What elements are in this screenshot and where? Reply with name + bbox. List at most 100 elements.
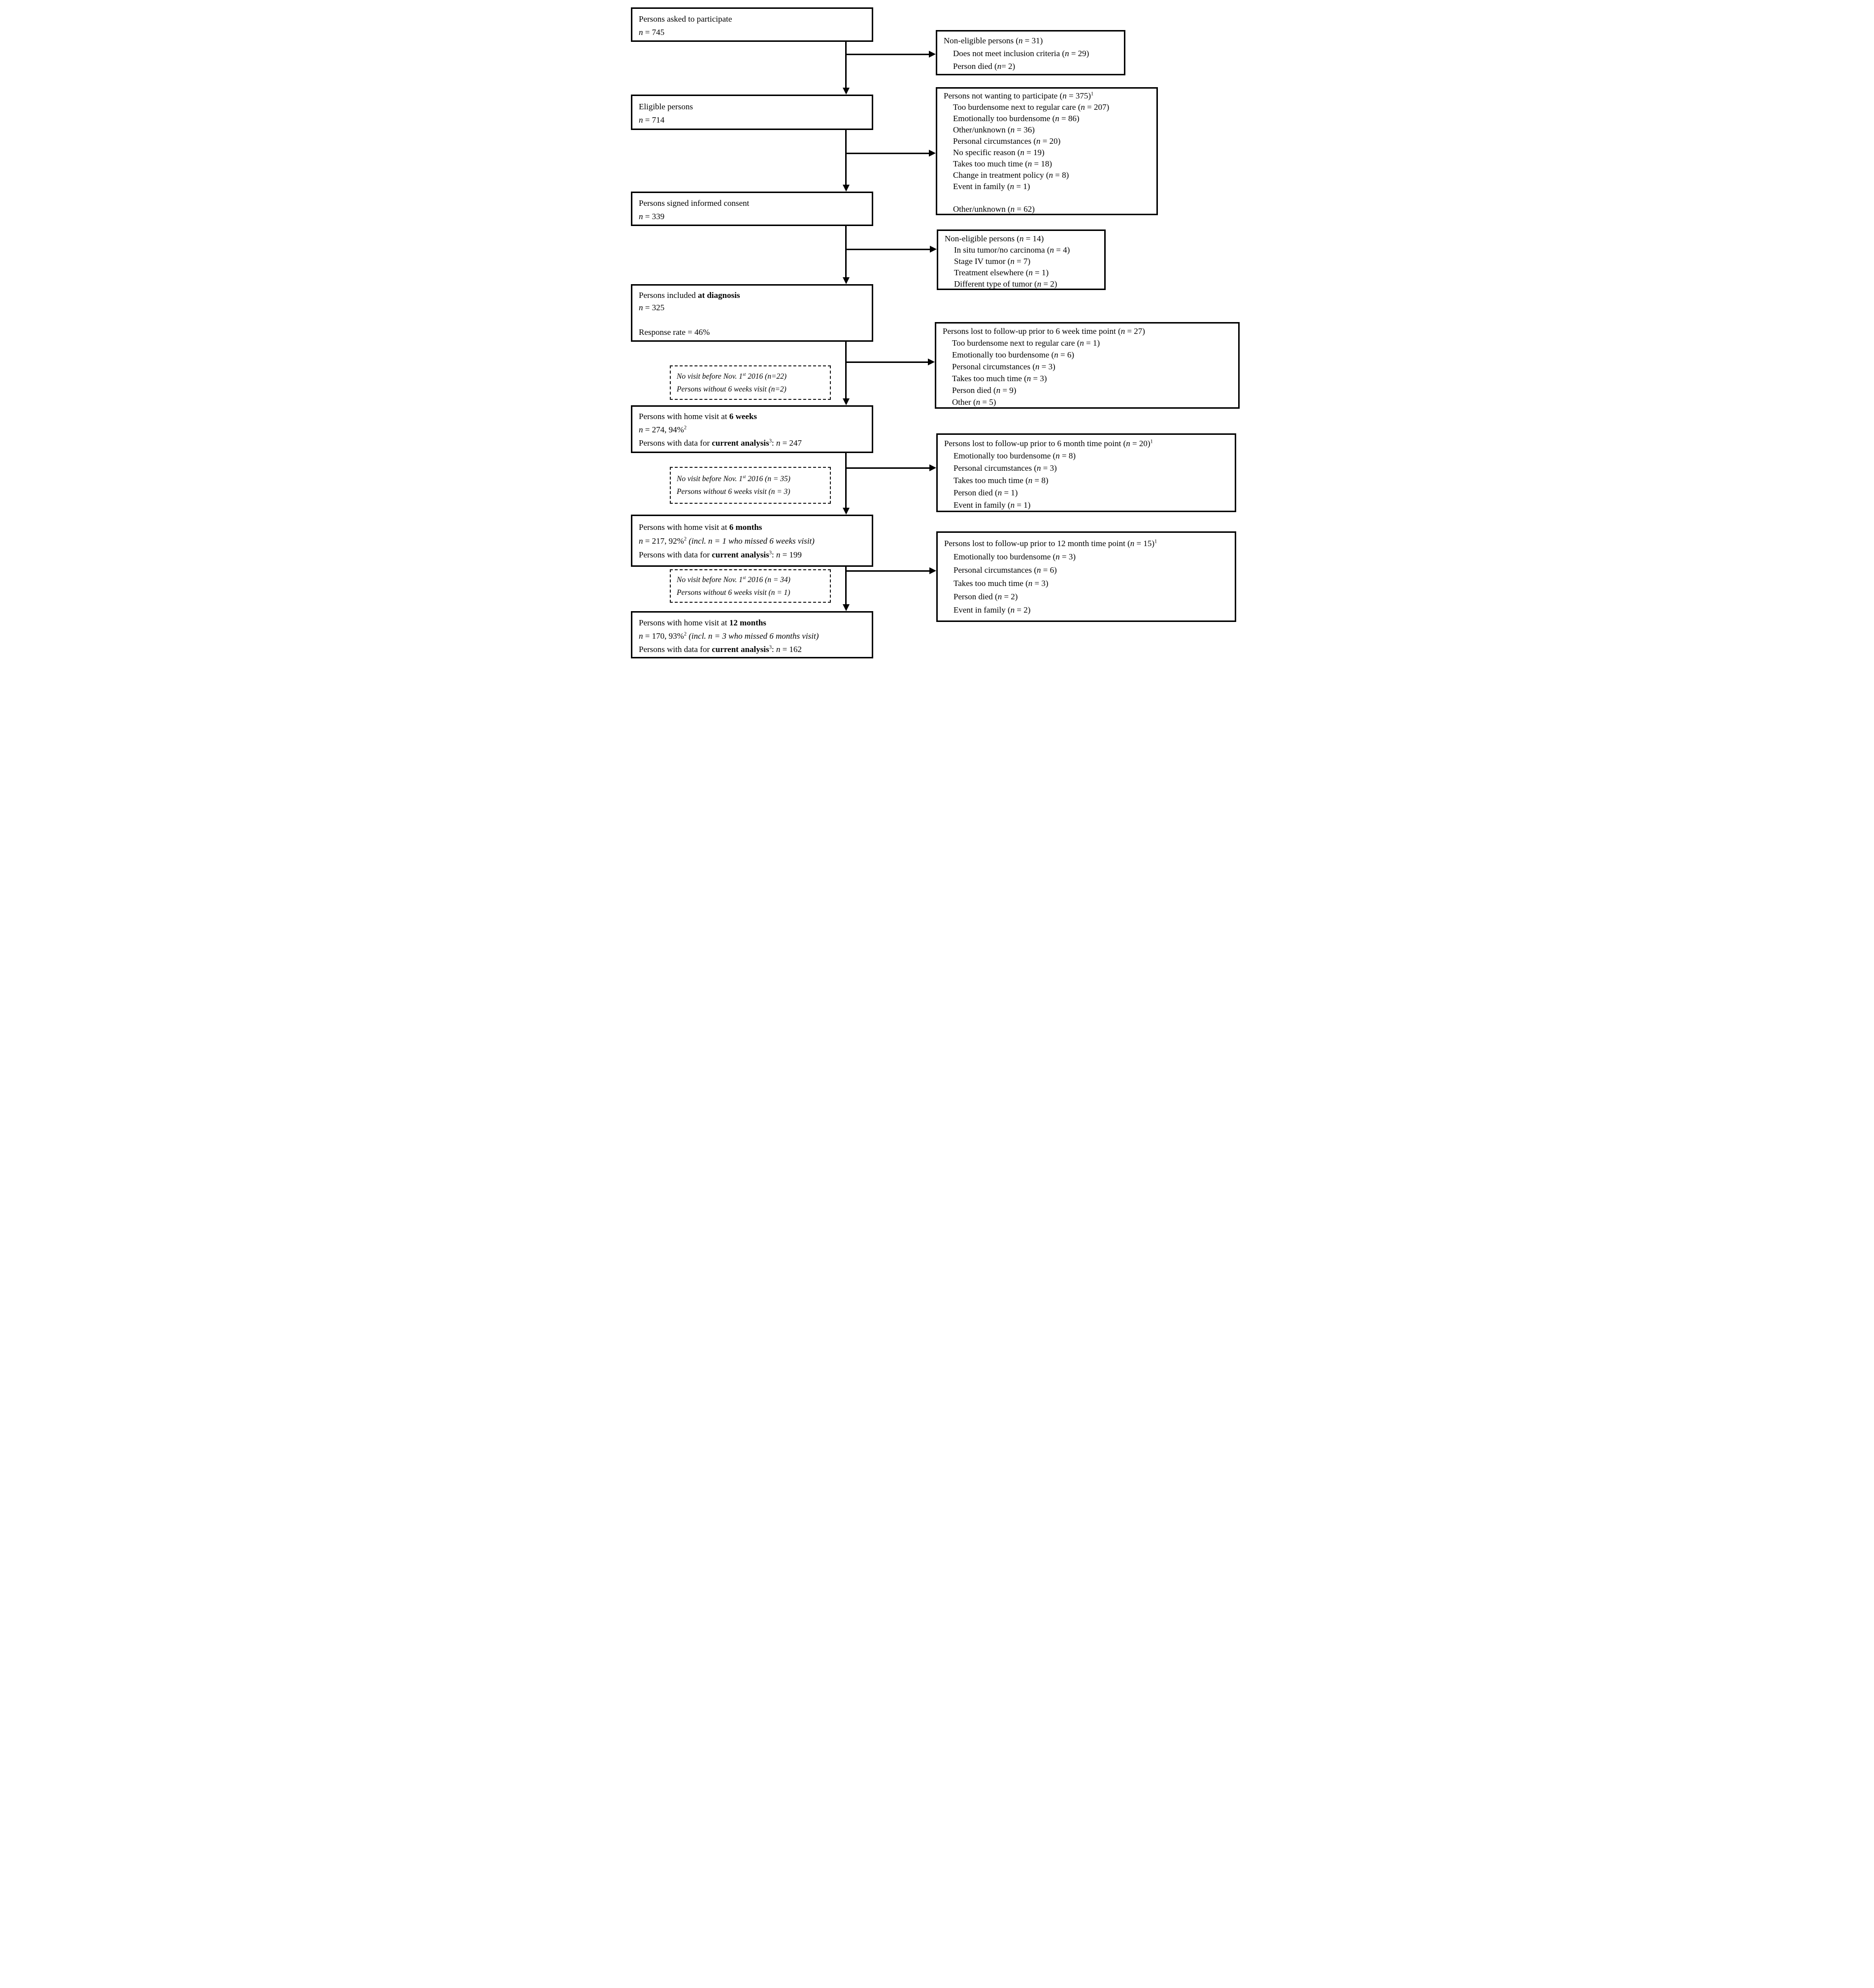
box-text-line: Treatment elsewhere (n = 1) [954, 268, 1049, 277]
arrowhead-into-non-eligible-n31 [929, 51, 936, 58]
box-text-line: Emotionally too burdensome (n = 86) [953, 114, 1080, 123]
branch-to-lost-12-month [847, 570, 930, 572]
box-text-line: Person died (n = 9) [952, 386, 1017, 395]
box-text-line: Emotionally too burdensome (n = 6) [952, 350, 1075, 359]
box-text-line: Eligible persons [639, 102, 693, 111]
box-text-line [944, 192, 1150, 203]
box-text-line: Person died (n = 2) [953, 592, 1018, 601]
arrowhead-into-non-eligible-n14 [930, 246, 937, 253]
branch-to-not-wanting [847, 153, 929, 154]
arrowhead-into-6-months [843, 508, 850, 515]
box-text-line: Emotionally too burdensome (n = 8) [953, 451, 1076, 460]
box-text-line: Persons without 6 weeks visit (n = 3) [677, 488, 790, 496]
arrowhead-into-eligible [843, 88, 850, 95]
connector-diagnosis-to-6-weeks [845, 342, 847, 398]
box-non-eligible-n31: Non-eligible persons (n = 31) Does not me… [936, 30, 1125, 75]
box-text-line: Personal circumstances (n = 3) [953, 463, 1057, 473]
note-no-visit-before-6-months: No visit before Nov. 1st 2016 (n = 35)Pe… [670, 467, 831, 504]
box-text-line: n = 274, 94%2 [639, 425, 687, 434]
box-lost-before-6-week-point: Persons lost to follow-up prior to 6 wee… [935, 322, 1240, 409]
arrowhead-into-not-wanting [929, 150, 936, 157]
box-text-line: Takes too much time (n = 3) [952, 374, 1047, 383]
box-text-line: Non-eligible persons (n = 31) [944, 36, 1043, 45]
note-no-visit-before-12-months: No visit before Nov. 1st 2016 (n = 34) Pe… [670, 569, 831, 603]
box-text-line: Persons with home visit at 6 weeks [639, 412, 757, 421]
box-lost-before-6-month-point: Persons lost to follow-up prior to 6 mon… [936, 433, 1236, 512]
box-text-line: Takes too much time (n = 8) [953, 476, 1049, 485]
box-text-line [639, 314, 865, 326]
box-text-line: Emotionally too burdensome (n = 3) [953, 552, 1076, 561]
box-persons-asked-to-participate: Persons asked to participate n = 745 [631, 7, 873, 42]
box-text-line: Takes too much time (n = 3) [953, 579, 1049, 588]
connector-eligible-to-consent [845, 130, 847, 185]
box-text-line: Stage IV tumor (n = 7) [954, 257, 1031, 266]
box-text-line: Persons included at diagnosis [639, 291, 740, 300]
box-text-line: Too burdensome next to regular care (n =… [953, 102, 1110, 112]
box-text-line: Event in family (n = 1) [953, 182, 1030, 191]
box-text-line: Persons not wanting to participate (n = … [944, 91, 1094, 100]
box-text-line: Person died (n= 2) [953, 62, 1016, 71]
box-text-line: Event in family (n = 2) [953, 605, 1031, 615]
branch-to-lost-6-week [847, 361, 928, 363]
box-text-line: Different type of tumor (n = 2) [954, 279, 1057, 289]
box-home-visit-6-weeks: Persons with home visit at 6 weeks n = 27… [631, 405, 873, 453]
box-text-line: Persons without 6 weeks visit (n = 1) [677, 588, 790, 597]
arrowhead-into-diagnosis [843, 277, 850, 284]
connector-consent-to-diagnosis [845, 226, 847, 277]
box-text-line: No visit before Nov. 1st 2016 (n = 34) [677, 575, 790, 584]
box-text-line: Non-eligible persons (n = 14) [945, 234, 1044, 243]
box-text-line: Other/unknown (n = 62) [953, 204, 1035, 214]
box-non-eligible-n14: Non-eligible persons (n = 14) In situ tum… [937, 229, 1106, 290]
box-text-line: Persons asked to participate [639, 14, 732, 24]
box-text-line: Persons lost to follow-up prior to 12 mo… [944, 539, 1157, 548]
branch-to-lost-6-month [847, 467, 930, 469]
connector-6-months-to-12-months [845, 567, 847, 604]
branch-to-non-eligible-n14 [847, 249, 930, 250]
box-text-line: Persons with data for current analysis3:… [639, 438, 802, 448]
box-text-line: Persons lost to follow-up prior to 6 wee… [943, 326, 1145, 336]
box-text-line: n = 714 [639, 115, 665, 125]
box-text-line: Too burdensome next to regular care (n =… [952, 338, 1100, 348]
box-text-line: Personal circumstances (n = 6) [953, 565, 1057, 575]
box-text-line: Personal circumstances (n = 20) [953, 136, 1061, 146]
box-text-line: Person died (n = 1) [953, 488, 1018, 497]
arrowhead-into-lost-12-month [929, 567, 936, 574]
box-text-line: Personal circumstances (n = 3) [952, 362, 1055, 371]
box-text-line: Persons without 6 weeks visit (n=2) [677, 385, 787, 393]
box-text-line: Takes too much time (n = 18) [953, 159, 1052, 168]
box-eligible-persons: Eligible persons n = 714 [631, 95, 873, 130]
arrowhead-into-consent [843, 185, 850, 192]
box-text-line: n = 745 [639, 28, 665, 37]
arrowhead-into-6-weeks [843, 398, 850, 405]
branch-to-non-eligible-n31 [847, 54, 929, 55]
box-not-wanting-to-participate: Persons not wanting to participate (n = … [936, 87, 1158, 215]
box-lost-before-12-month-point: Persons lost to follow-up prior to 12 mo… [936, 531, 1236, 622]
box-text-line: Persons lost to follow-up prior to 6 mon… [944, 439, 1153, 448]
note-no-visit-before-6-weeks: No visit before Nov. 1st 2016 (n=22) Pers… [670, 365, 831, 400]
box-signed-informed-consent: Persons signed informed consent n = 339 [631, 192, 873, 226]
box-text-line: No specific reason (n = 19) [953, 148, 1045, 157]
arrowhead-into-lost-6-week [928, 358, 935, 365]
box-text-line: Other (n = 5) [952, 397, 996, 407]
box-text-line: n = 339 [639, 212, 665, 221]
box-home-visit-6-months: Persons with home visit at 6 months n = 2… [631, 515, 873, 567]
box-text-line: n = 217, 92%2 (incl. n = 1 who missed 6 … [639, 536, 815, 546]
box-text-line: Other/unknown (n = 36) [953, 125, 1035, 134]
box-text-line: Persons with home visit at 12 months [639, 618, 766, 627]
box-text-line: Event in family (n = 1) [953, 500, 1031, 510]
box-text-line: n = 325 [639, 303, 665, 312]
box-text-line: No visit before Nov. 1st 2016 (n=22) [677, 371, 787, 381]
arrowhead-into-12-months [843, 604, 850, 611]
box-text-line: Persons with home visit at 6 months [639, 522, 762, 532]
box-text-line: Persons signed informed consent [639, 198, 750, 208]
box-text-line: Does not meet inclusion criteria (n = 29… [953, 49, 1089, 58]
connector-6-weeks-to-6-months [845, 453, 847, 508]
arrowhead-into-lost-6-month [929, 464, 936, 471]
box-text-line: Persons with data for current analysis3:… [639, 550, 802, 559]
box-text-line: In situ tumor/no carcinoma (n = 4) [954, 245, 1070, 255]
connector-asked-to-eligible [845, 42, 847, 88]
box-text-line: Change in treatment policy (n = 8) [953, 170, 1069, 180]
box-text-line: Persons with data for current analysis3:… [639, 645, 802, 654]
